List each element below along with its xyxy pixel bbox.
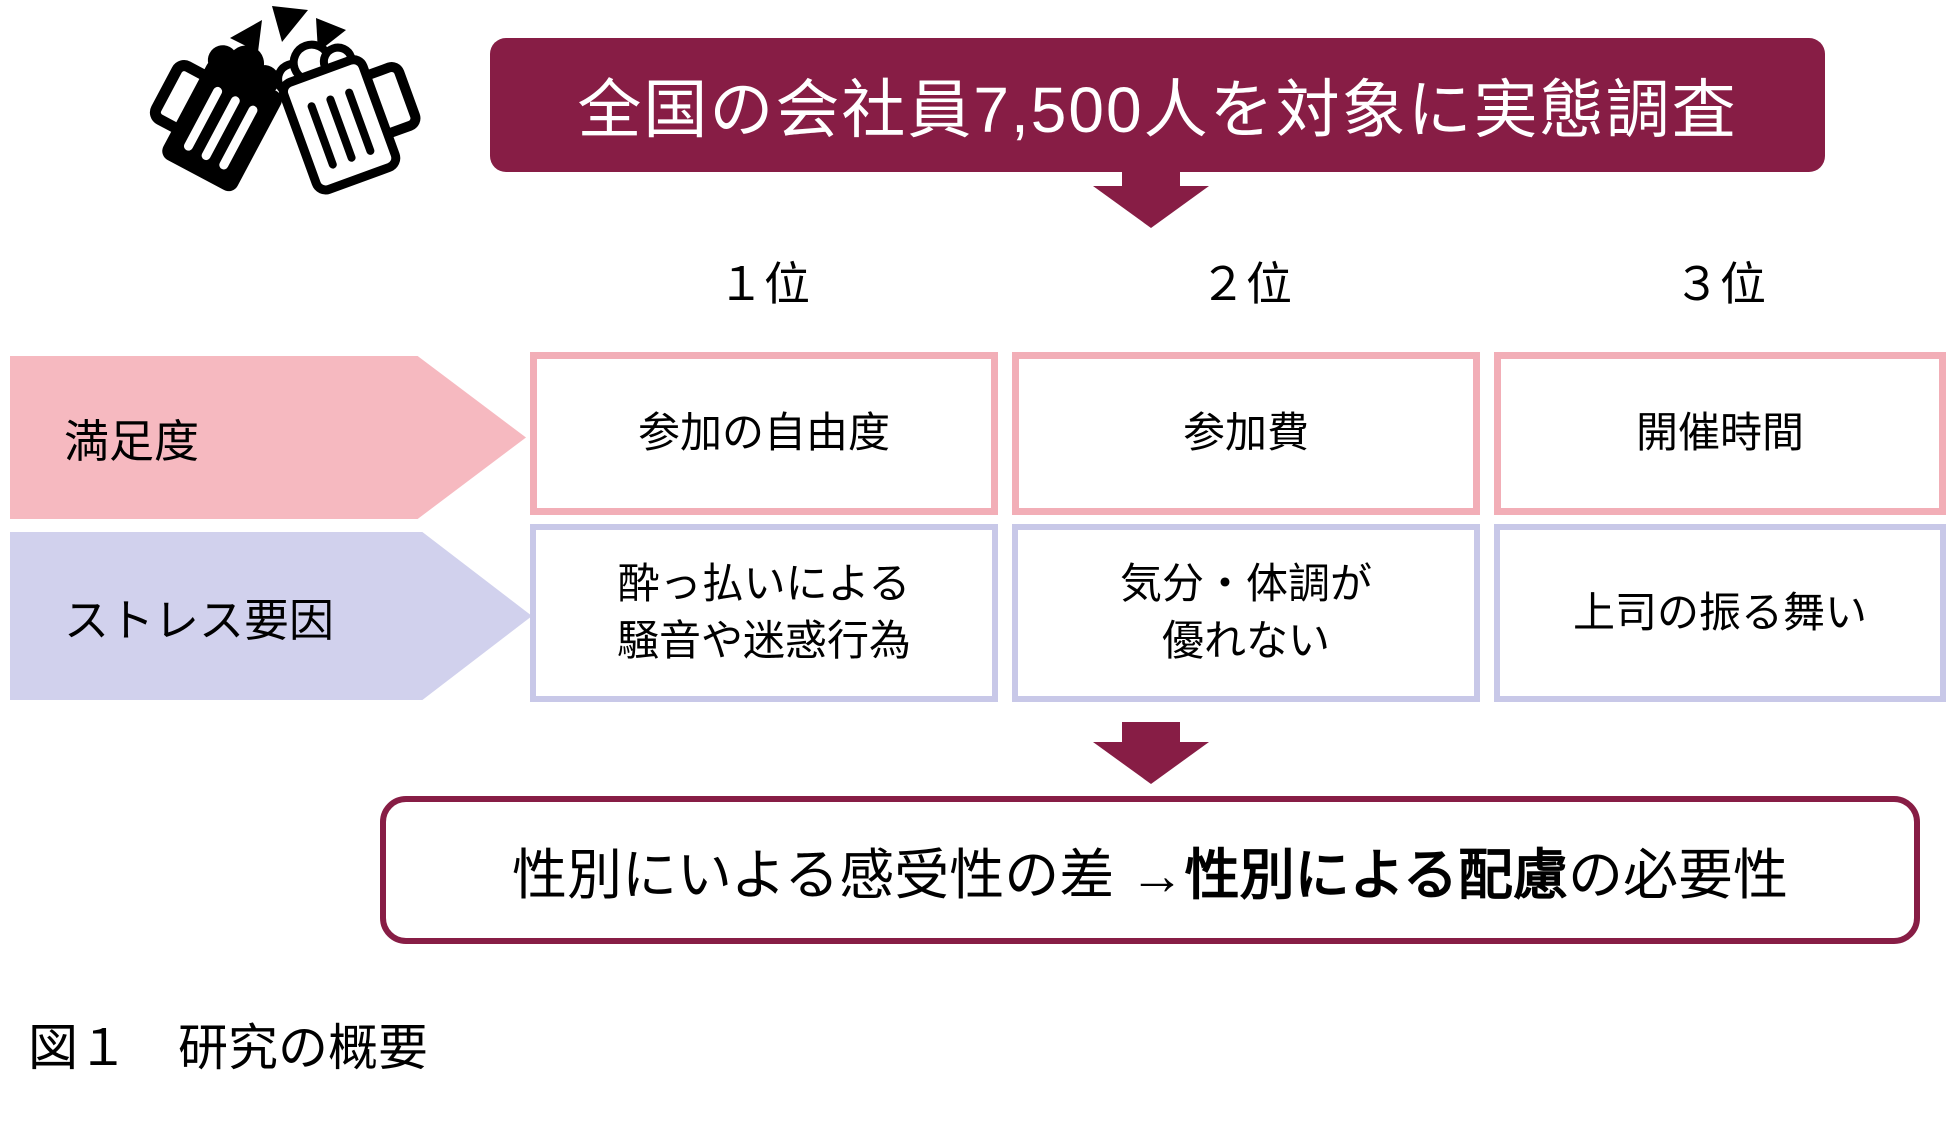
down-arrow-icon [1093,742,1209,784]
stress-rank3-cell: 上司の振る舞い [1494,524,1946,702]
right-beer-mug-icon [274,40,421,195]
conclusion-box: 性別にいよる感受性の差 → 性別による配慮 の必要性 [380,796,1920,944]
rank-header-3: ３位 [1674,258,1766,310]
spark-icon [230,20,262,52]
rank-header-1: １位 [718,258,810,310]
stress-rank2-cell: 気分・体調が 優れない [1012,524,1480,702]
satisfaction-rank2-cell: 参加費 [1012,352,1480,515]
stress-rank1-cell: 酔っ払いによる 騒音や迷惑行為 [530,524,998,702]
rank-header-2: ２位 [1200,258,1292,310]
beer-cheers-icon-svg [149,6,421,195]
row-label-stress: ストレス要因 [10,532,532,700]
satisfaction-rank3-cell: 開催時間 [1494,352,1946,515]
down-arrow-icon [1122,170,1180,188]
row-label-text: ストレス要因 [64,594,335,646]
conclusion-bold: 性別による配慮 [1184,844,1568,906]
left-beer-mug-icon [149,45,282,192]
beer-cheers-icon [120,0,430,205]
row-label-text: 満足度 [64,416,200,467]
spark-icon [316,18,346,52]
survey-banner: 全国の会社員7,500人を対象に実態調査 [490,38,1825,172]
conclusion-suffix: の必要性 [1567,844,1788,906]
row-label-satisfaction: 満足度 [10,356,526,519]
down-arrow-icon [1122,722,1180,744]
spark-icon [272,6,308,42]
satisfaction-rank1-cell: 参加の自由度 [530,352,998,515]
conclusion-prefix: 性別にいよる感受性の差 → [512,844,1185,906]
figure-caption: 図１ 研究の概要 [28,1020,428,1076]
down-arrow-icon [1093,186,1209,228]
